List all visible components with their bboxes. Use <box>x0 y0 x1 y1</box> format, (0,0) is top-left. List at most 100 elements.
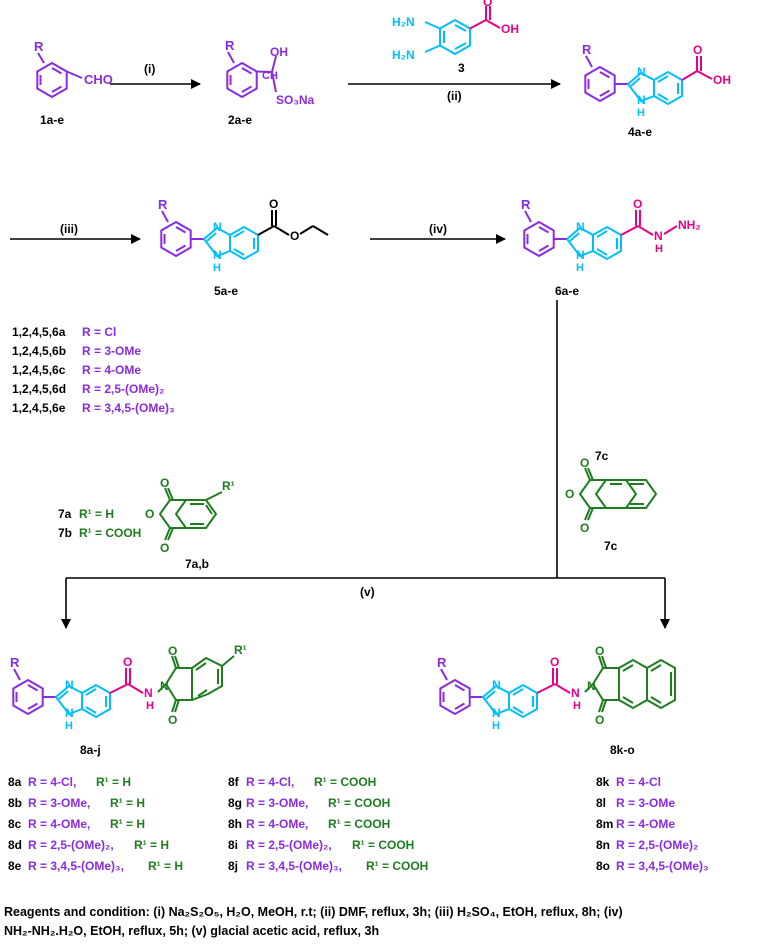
list-8o-num: 8o <box>596 859 610 873</box>
list-8h-num: 8h <box>228 817 242 831</box>
product-8a-j-label: 8a-j <box>80 743 101 757</box>
list-8j-num: 8j <box>228 859 238 873</box>
compound-2-so3na: SO₃Na <box>276 93 315 107</box>
compound-6-n: N <box>576 220 585 234</box>
list-8j-r1: R¹ = COOH <box>366 859 428 873</box>
step-ii-label: (ii) <box>447 89 462 103</box>
list-8j-r: R = 3,4,5-(OMe)₃, <box>246 859 342 873</box>
list-8e-num: 8e <box>8 859 22 873</box>
series-d-r: R = 2,5-(OMe)₂ <box>82 382 164 396</box>
reagent-3-structure <box>424 6 501 56</box>
list-8d-r1: R¹ = H <box>134 838 169 852</box>
compound-1-label: 1a-e <box>40 113 64 127</box>
product-8a-j-o-top: O <box>168 644 177 658</box>
anhydride-7a-num: 7a <box>58 507 72 521</box>
series-a-num: 1,2,4,5,6a <box>12 325 66 339</box>
product-8a-j-o-bot: O <box>168 713 177 727</box>
compound-6-nh-h: H <box>576 262 584 274</box>
list-8c-r: R = 4-OMe, <box>28 817 90 831</box>
compound-1-cho: CHO <box>84 72 113 87</box>
product-8a-j-r: R <box>10 655 20 670</box>
list-8b-r1: R¹ = H <box>110 796 145 810</box>
list-8n-num: 8n <box>596 838 610 852</box>
caption-line-2: NH₂-NH₂.H₂O, EtOH, reflux, 5h; (v) glaci… <box>4 924 380 938</box>
product-8k-o-amide-n: N <box>571 686 580 700</box>
product-8k-o-amide-h: H <box>573 700 581 712</box>
reagents-caption: Reagents and condition: (i) Na₂S₂O₅, H₂O… <box>4 903 759 941</box>
compound-5-nh-h: H <box>213 262 221 274</box>
list-8l-num: 8l <box>596 796 606 810</box>
product-8k-o-n: N <box>492 678 501 692</box>
compound-6-label: 6a-e <box>555 284 579 298</box>
compound-5-o-carbonyl: O <box>269 197 278 211</box>
reagent-3-label: 3 <box>458 61 465 75</box>
list-8f-r: R = 4-Cl, <box>246 775 294 789</box>
compound-5-nh-n: N <box>213 248 222 262</box>
list-8g-r: R = 3-OMe, <box>246 796 308 810</box>
product-8k-o-o-top: O <box>595 644 604 658</box>
list-8o-r: R = 3,4,5-(OMe)₃ <box>616 859 709 873</box>
product-8k-o-o: O <box>550 655 559 669</box>
list-8i-num: 8i <box>228 838 238 852</box>
list-8h-r1: R¹ = COOH <box>328 817 390 831</box>
list-8h-r: R = 4-OMe, <box>246 817 308 831</box>
list-8k-o: 8k R = 4-Cl 8l R = 3-OMe 8m R = 4-OMe 8n… <box>596 775 709 873</box>
anhydride-7ab-r1: R¹ <box>222 479 235 493</box>
step-v-label: (v) <box>360 585 375 599</box>
compound-4-nh-n: N <box>637 93 646 107</box>
product-8a-j-structure <box>12 655 235 718</box>
compound-1-r: R <box>34 39 44 54</box>
series-c-num: 1,2,4,5,6c <box>12 363 66 377</box>
compound-6-nh-n: N <box>576 248 585 262</box>
list-8g-num: 8g <box>228 796 242 810</box>
list-8c-r1: R¹ = H <box>110 817 145 831</box>
list-8k-r: R = 4-Cl <box>616 775 661 789</box>
list-8e-r1: R¹ = H <box>148 859 183 873</box>
list-8g-r1: R¹ = COOH <box>328 796 390 810</box>
scheme-drawing: R CHO 1a-e (i) R OH CH SO₃Na 2a-e H₂N H₂… <box>8 0 731 873</box>
list-8i-r1: R¹ = COOH <box>352 838 414 852</box>
product-8k-o-structure <box>439 655 676 718</box>
compound-4-n: N <box>637 65 646 79</box>
series-b-num: 1,2,4,5,6b <box>12 344 66 358</box>
product-8k-o-label: 8k-o <box>610 743 635 757</box>
anhydride-7b-num: 7b <box>58 526 72 540</box>
compound-6-nh2: NH₂ <box>678 218 701 232</box>
list-8a-r1: R¹ = H <box>96 775 131 789</box>
compound-2-oh: OH <box>270 45 288 59</box>
list-8i-r: R = 2,5-(OMe)₂, <box>246 838 332 852</box>
series-e-r: R = 3,4,5-(OMe)₃ <box>82 401 175 415</box>
list-8a-e: 8a R = 4-Cl, R¹ = H 8b R = 3-OMe, R¹ = H… <box>8 775 183 873</box>
list-8f-j: 8f R = 4-Cl, R¹ = COOH 8g R = 3-OMe, R¹ … <box>228 775 428 873</box>
compound-5-label: 5a-e <box>214 284 238 298</box>
product-8a-j-imide-n: N <box>160 679 169 693</box>
anhydride-7ab-o-bot: O <box>160 541 169 555</box>
series-d-num: 1,2,4,5,6d <box>12 382 66 396</box>
compound-5-n: N <box>213 220 222 234</box>
compound-6-hydrazide-h: H <box>655 243 663 255</box>
reagent-3-o: O <box>483 0 492 9</box>
compound-4-label: 4a-e <box>628 125 652 139</box>
product-8a-j-nh-h: H <box>65 720 73 732</box>
step-iv-label: (iv) <box>429 222 447 236</box>
anhydride-7c-o-top: O <box>580 456 589 470</box>
list-8a-r: R = 4-Cl, <box>28 775 76 789</box>
compound-6-structure <box>523 210 678 260</box>
step-iii-label: (iii) <box>60 222 78 236</box>
product-8a-j-amide-h: H <box>146 700 154 712</box>
list-8c-num: 8c <box>8 817 22 831</box>
product-8k-o-nh-n: N <box>492 706 501 720</box>
compound-5-r: R <box>158 197 168 212</box>
compound-5-structure <box>160 210 329 260</box>
series-c-r: R = 4-OMe <box>82 363 141 377</box>
compound-6-hydrazide-n: N <box>654 229 663 243</box>
product-8k-o-r: R <box>437 655 447 670</box>
product-8a-j-nh-n: N <box>65 706 74 720</box>
list-8b-num: 8b <box>8 796 22 810</box>
anhydride-7ab-o-top: O <box>160 476 169 490</box>
product-8a-j-amide-n: N <box>144 686 153 700</box>
product-8a-j-r1: R¹ <box>234 643 247 657</box>
list-8f-num: 8f <box>228 775 240 789</box>
list-8f-r1: R¹ = COOH <box>314 775 376 789</box>
